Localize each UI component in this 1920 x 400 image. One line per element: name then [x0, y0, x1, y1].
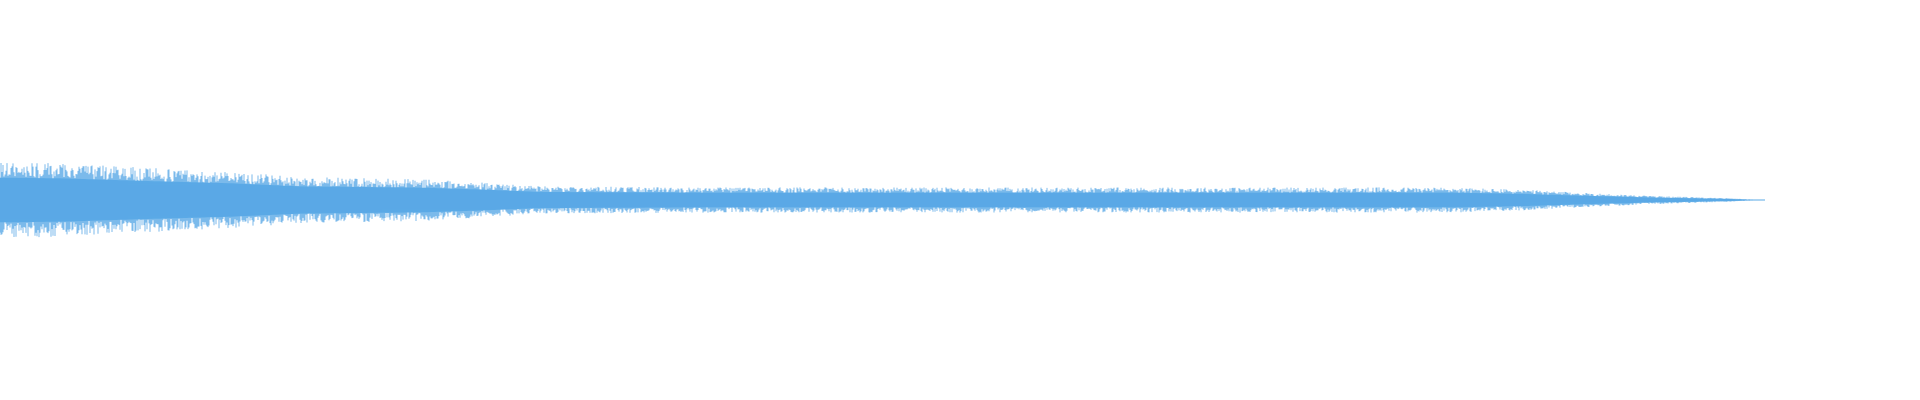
waveform-peaks — [0, 163, 1765, 238]
waveform-peak-lines — [0, 163, 1764, 238]
